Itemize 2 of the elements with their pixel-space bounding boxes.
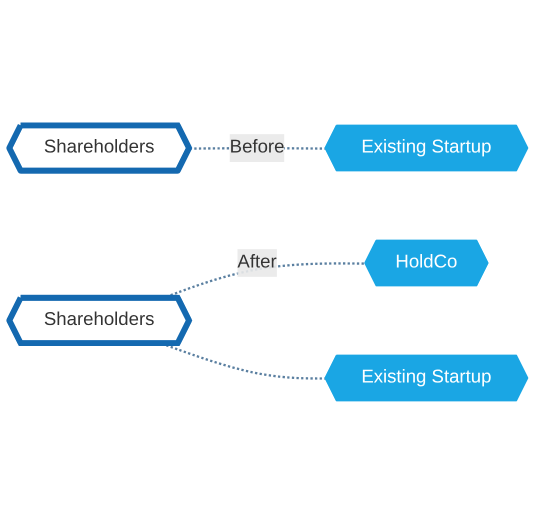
edge-label: After bbox=[237, 252, 277, 272]
edge-label: Before bbox=[230, 138, 284, 158]
